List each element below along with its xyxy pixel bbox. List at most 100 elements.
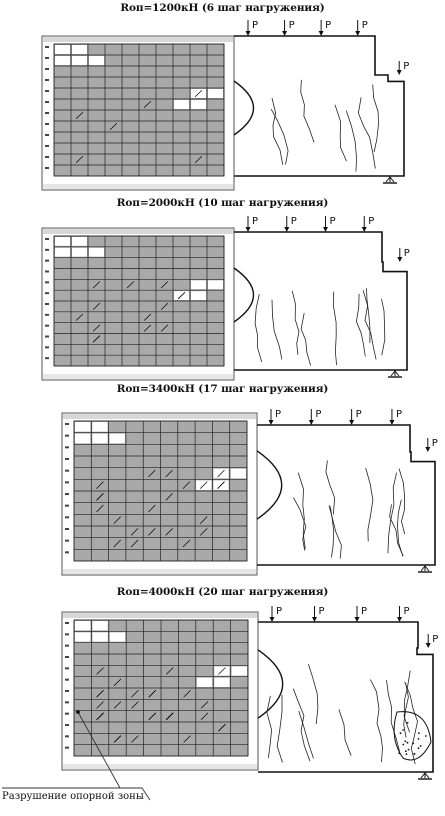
crack-line	[291, 290, 300, 355]
mesh-crack-mark	[96, 667, 104, 675]
mesh-row-index	[65, 644, 69, 647]
load-arrow-head	[355, 31, 361, 36]
crack-line	[381, 298, 386, 356]
crack-line	[271, 299, 283, 360]
mesh-row-index	[45, 79, 49, 81]
load-label: P	[396, 409, 402, 420]
crushed-concrete-dot	[418, 732, 420, 734]
mesh-row-index	[65, 458, 69, 460]
mesh-row-index	[45, 313, 49, 316]
crack-line	[308, 663, 319, 725]
mesh-crack-mark	[217, 469, 225, 478]
mesh-row-index	[65, 516, 69, 519]
screenshot-titlebar	[43, 229, 233, 234]
crushed-concrete-dot	[406, 741, 409, 744]
beam-outline	[256, 424, 436, 566]
mesh-empty-cell	[109, 632, 126, 642]
mesh-crack-mark	[109, 122, 118, 131]
crack-line	[325, 460, 336, 515]
mesh-crack-mark	[143, 100, 152, 109]
panel-1-title: Rоп=1200кН (6 шаг нагружения)	[120, 2, 325, 14]
crack-line	[293, 497, 307, 551]
mesh-row-index	[65, 504, 69, 507]
mesh-crack-mark	[75, 313, 84, 321]
mesh-crack-mark	[143, 313, 152, 321]
mesh-row-index	[45, 292, 49, 295]
mesh-crack-mark	[200, 481, 208, 489]
mesh-row-index	[65, 551, 69, 554]
callout-label: Разрушение опорной зоны	[2, 791, 144, 802]
mesh-crack-mark	[160, 281, 169, 289]
mesh-empty-cell	[89, 56, 104, 65]
mesh-row-index	[65, 481, 69, 484]
mesh-empty-cell	[92, 632, 108, 642]
mesh-empty-cell	[75, 632, 91, 642]
support-pin	[420, 565, 430, 572]
load-label: P	[403, 61, 409, 72]
load-arrow-head	[397, 617, 402, 622]
mesh-empty-cell	[191, 280, 206, 290]
mesh-empty-cell	[72, 56, 87, 65]
mesh-crack-mark	[148, 469, 156, 478]
mesh-row-index	[65, 528, 69, 530]
crack-pattern	[254, 288, 386, 366]
mesh-crack-mark	[131, 735, 139, 743]
mesh-crack-mark	[75, 155, 84, 164]
crack-line	[403, 670, 411, 733]
screenshot-titlebar	[43, 37, 233, 42]
load-label: P	[368, 216, 374, 227]
load-label: P	[289, 20, 295, 31]
mesh-crack-mark	[92, 302, 101, 310]
load-arrow-head	[396, 70, 402, 75]
crushed-concrete-dot	[404, 750, 407, 753]
support-pin	[390, 370, 400, 377]
crack-pattern	[270, 79, 379, 172]
panel-3-title: Rоп=3400кН (17 шаг нагружения)	[116, 383, 329, 395]
crushed-concrete-dot	[412, 742, 415, 745]
mesh-empty-cell	[89, 247, 104, 257]
mesh-crack-mark	[113, 516, 121, 524]
load-label: P	[252, 20, 258, 31]
support-symbol	[418, 565, 432, 573]
load-arrow-head	[282, 31, 288, 36]
load-label: P	[319, 606, 325, 617]
mesh-row-index	[65, 712, 69, 715]
crack-line	[403, 682, 409, 738]
mesh-crack-mark	[148, 712, 157, 720]
mesh-crack-mark	[113, 735, 122, 743]
crushed-concrete-dot	[402, 729, 405, 731]
screenshot-statusbar	[63, 764, 257, 769]
mesh-empty-cell	[72, 237, 87, 246]
mesh-row-index	[45, 57, 49, 59]
fe-model-screenshot	[61, 412, 258, 576]
mesh-empty-cell	[75, 422, 91, 432]
load-label: P	[432, 438, 438, 449]
crushed-concrete-dot	[413, 752, 416, 755]
load-label: P	[315, 409, 321, 420]
mesh-crack-mark	[160, 302, 169, 310]
mesh-crack-mark	[182, 481, 191, 489]
crack-line	[362, 290, 377, 360]
crack-line	[372, 84, 379, 153]
load-arrow-head	[425, 447, 431, 452]
mesh-empty-cell	[174, 100, 189, 109]
beam-contour	[257, 424, 436, 566]
mesh-row-index	[45, 46, 49, 48]
load-arrow-head	[245, 31, 251, 36]
load-arrow-head	[284, 227, 290, 232]
mesh-row-index	[65, 622, 69, 624]
mesh-crack-mark	[143, 324, 152, 332]
mesh-crack-mark	[165, 469, 173, 478]
opening-arc	[256, 450, 283, 520]
mesh-crack-mark	[218, 667, 226, 675]
mesh-row-index	[45, 238, 49, 240]
crack-line	[266, 695, 273, 759]
mesh-empty-cell	[55, 247, 70, 257]
panel-2-title: Rоп=2000кН (10 шаг нагружения)	[116, 197, 329, 209]
mesh-row-index	[45, 335, 49, 338]
failure-zone-outline	[393, 711, 432, 761]
